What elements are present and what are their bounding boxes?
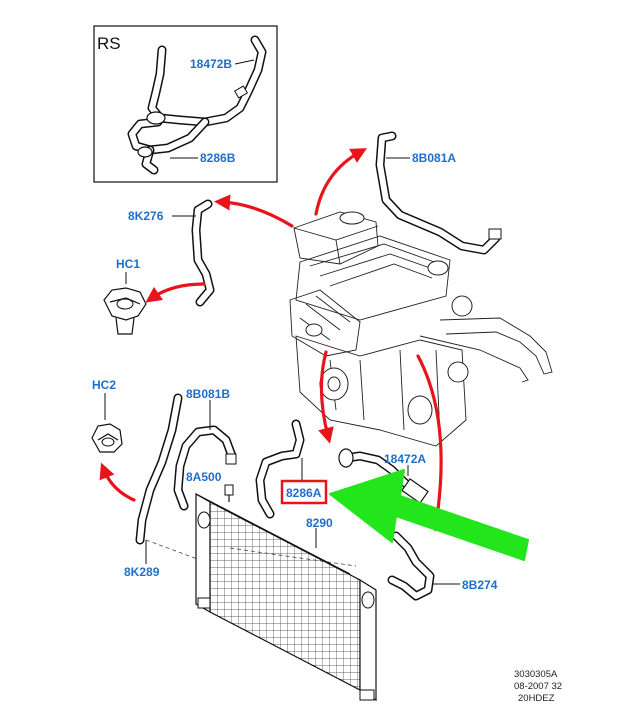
- highlight-box-8286a: [280, 479, 328, 505]
- hose-8b081a: [375, 131, 502, 255]
- label-8k289: 8K289: [124, 565, 160, 579]
- label-18472b: 18472B: [190, 57, 232, 71]
- label-8286b: 8286B: [200, 151, 236, 165]
- bleed-screw-8a500: [224, 484, 234, 502]
- label-8k276: 8K276: [128, 209, 164, 223]
- hose-clip-hc1: [103, 287, 147, 335]
- green-pointer-arrow: [329, 469, 529, 561]
- hose-8286a: [255, 419, 305, 519]
- reference-line-3: 20HDEZ: [518, 693, 555, 704]
- label-8290: 8290: [306, 516, 333, 530]
- engine-block: [289, 211, 553, 447]
- inset-frame: [93, 25, 278, 183]
- flow-arrow-to-hc2: [99, 462, 136, 502]
- hose-18472a: [338, 448, 429, 504]
- reference-line-1: 3030305A: [514, 669, 558, 680]
- hose-8b081b: [173, 425, 237, 511]
- inset-hose-assembly: [127, 35, 267, 175]
- label-hc1: HC1: [116, 257, 140, 271]
- hose-8b274: [387, 531, 435, 601]
- flow-arrow-to-8b274: [416, 354, 446, 532]
- label-8b081a: 8B081A: [412, 151, 456, 165]
- radiator: [195, 492, 377, 702]
- label-8286a: 8286A: [286, 486, 322, 500]
- flow-arrow-to-8286a: [318, 350, 334, 444]
- reference-line-2: 08-2007 32: [514, 681, 562, 692]
- label-8b081b: 8B081B: [186, 387, 230, 401]
- label-8b274: 8B274: [462, 578, 498, 592]
- coolant-flow-arrows: [99, 148, 446, 532]
- reference-code-block: 3030305A 08-2007 32 20HDEZ: [514, 669, 562, 704]
- flow-arrow-to-hc1: [145, 282, 206, 303]
- label-hc2: HC2: [92, 378, 116, 392]
- rs-inset: RS 18472B 8286B: [93, 25, 278, 183]
- hose-clip-hc2: [91, 423, 123, 453]
- hose-8k289: [135, 393, 183, 545]
- flow-arrow-to-8k276: [214, 194, 294, 228]
- inset-title: RS: [97, 34, 121, 53]
- flow-arrow-to-8b081a: [314, 148, 367, 216]
- hose-8k276: [191, 199, 215, 307]
- label-18472a: 18472A: [384, 452, 426, 466]
- label-8a500: 8A500: [186, 470, 222, 484]
- leader-18472b: [234, 59, 255, 65]
